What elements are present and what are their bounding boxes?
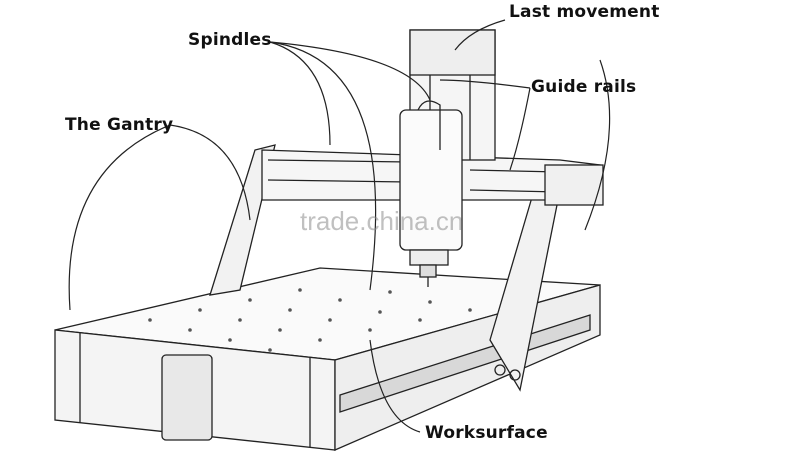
label-last-movement: Last movement (509, 2, 660, 22)
worksurface-holes (148, 288, 472, 352)
label-worksurface: Worksurface (425, 423, 548, 443)
label-the-gantry: The Gantry (65, 115, 174, 135)
label-spindles: Spindles (188, 30, 272, 50)
watermark: trade.china.cn (300, 206, 464, 236)
last-movement-motor (409, 29, 496, 76)
label-guide-rails: Guide rails (531, 77, 637, 97)
leader-lines (68, 19, 611, 433)
front-block (161, 354, 213, 441)
motor-box (544, 164, 604, 206)
gantry-left-leg (209, 144, 276, 296)
